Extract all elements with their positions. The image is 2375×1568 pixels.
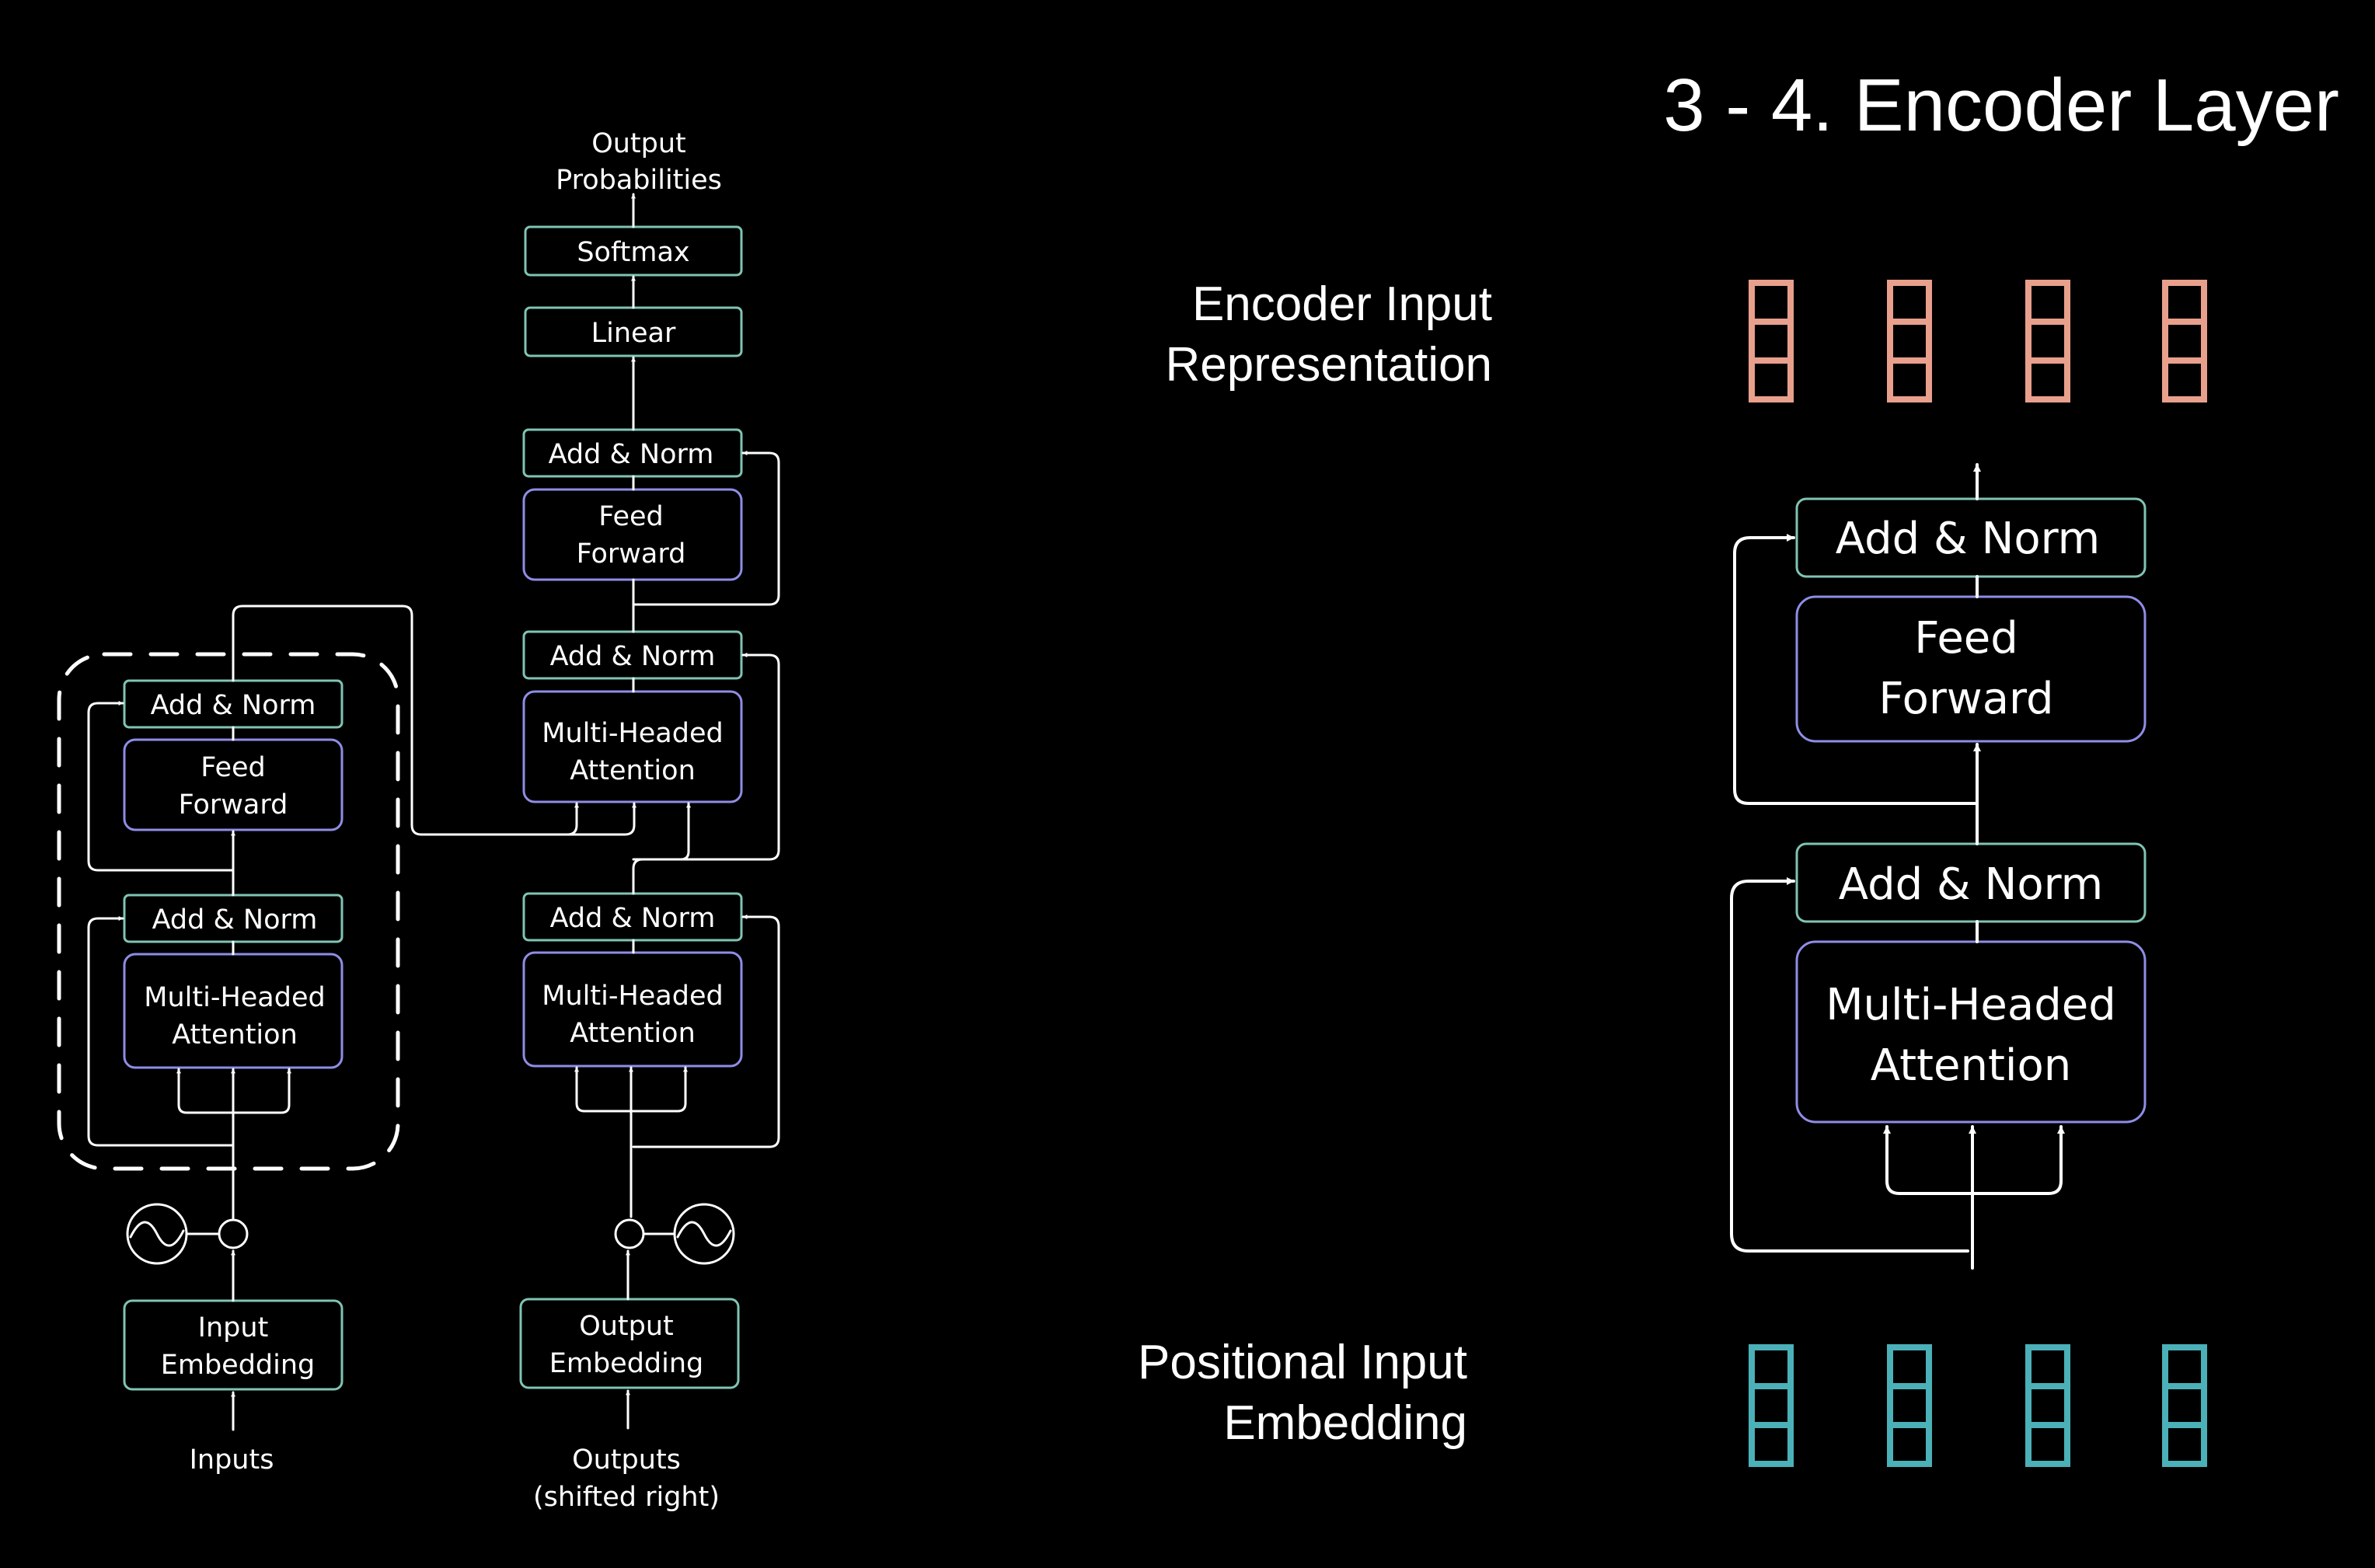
positional-input-vectors: [1749, 1344, 2207, 1467]
outputs-label-1: Outputs: [572, 1444, 681, 1476]
enc-mha-label-2: Attention: [172, 1019, 298, 1051]
detail-mha-box: [1795, 940, 2147, 1124]
sine-wave-icon: [126, 1203, 188, 1265]
detail-addnorm-top-label: Add & Norm: [1836, 514, 2100, 564]
positional-encoding-icons: [126, 1203, 735, 1265]
output-probabilities-label: Output: [591, 128, 686, 159]
positional-input-embedding-label: Positional Input: [1138, 1336, 1467, 1389]
output-vector: [2025, 280, 2070, 402]
input-vector: [2162, 1344, 2207, 1467]
detail-mha-label-2: Attention: [1871, 1040, 2071, 1091]
enc-ff-label-2: Forward: [179, 789, 288, 821]
transformer-connectors: [87, 193, 780, 1431]
input-vector: [1887, 1344, 1932, 1467]
dec-mha-1-label-1: Multi-Headed: [542, 981, 723, 1012]
output-vector: [2162, 280, 2207, 402]
transformer-diagram: Output Probabilities Softmax Linear Add …: [57, 128, 780, 1513]
detail-ff-box: [1795, 595, 2147, 743]
input-embedding-label-1: Input: [198, 1312, 269, 1343]
enc-addnorm-1-label: Add & Norm: [152, 904, 318, 936]
encoder-input-representation-label: Encoder Input: [1192, 277, 1492, 331]
add-circle-decoder: [614, 1218, 645, 1249]
detail-addnorm-top-box: [1795, 497, 2147, 578]
dec-mha-2-label-2: Attention: [570, 755, 696, 786]
detail-addnorm-bottom-label: Add & Norm: [1839, 859, 2103, 910]
encoder-output-vectors: [1749, 280, 2207, 402]
detail-ff-label-2: Forward: [1878, 674, 2053, 724]
dec-ff-label-2: Forward: [577, 538, 686, 570]
encoder-dashed-boundary: [57, 652, 400, 1171]
output-probabilities-label-2: Probabilities: [556, 165, 722, 196]
encoder-layer-detail: Encoder Input Representation Positional …: [1138, 277, 2207, 1467]
enc-ff-label-1: Feed: [201, 752, 266, 783]
outputs-label-2: (shifted right): [533, 1482, 720, 1513]
linear-label: Linear: [591, 318, 676, 349]
inputs-label: Inputs: [190, 1444, 274, 1476]
dec-addnorm-3-label: Add & Norm: [549, 439, 714, 470]
encoder-input-representation-label-2: Representation: [1166, 338, 1493, 392]
dec-mha-2-label-1: Multi-Headed: [542, 718, 723, 749]
input-vector: [1749, 1344, 1794, 1467]
add-circle-encoder: [218, 1218, 249, 1249]
slide-title: 3 - 4. Encoder Layer: [1663, 64, 2339, 147]
softmax-label: Softmax: [577, 237, 689, 268]
output-embedding-label-2: Embedding: [549, 1348, 704, 1379]
dec-mha-1-label-2: Attention: [570, 1018, 696, 1049]
input-embedding-label-2: Embedding: [161, 1350, 316, 1381]
output-embedding-label-1: Output: [579, 1311, 674, 1342]
detail-mha-label-1: Multi-Headed: [1826, 980, 2116, 1030]
detail-ff-label-1: Feed: [1914, 613, 2018, 664]
dec-addnorm-1-label: Add & Norm: [550, 903, 716, 934]
dec-ff-label-1: Feed: [598, 501, 664, 532]
sine-wave-icon: [673, 1203, 735, 1265]
input-vector: [2025, 1344, 2070, 1467]
output-vector: [1749, 280, 1794, 402]
output-vector: [1887, 280, 1932, 402]
enc-addnorm-2-label: Add & Norm: [151, 690, 316, 721]
detail-connectors: [1730, 463, 2065, 1270]
detail-addnorm-bottom-box: [1795, 842, 2147, 923]
positional-input-embedding-label-2: Embedding: [1223, 1396, 1467, 1450]
output-embedding-box: [519, 1298, 740, 1389]
dec-addnorm-2-label: Add & Norm: [550, 641, 716, 672]
enc-mha-label-1: Multi-Headed: [144, 982, 325, 1013]
